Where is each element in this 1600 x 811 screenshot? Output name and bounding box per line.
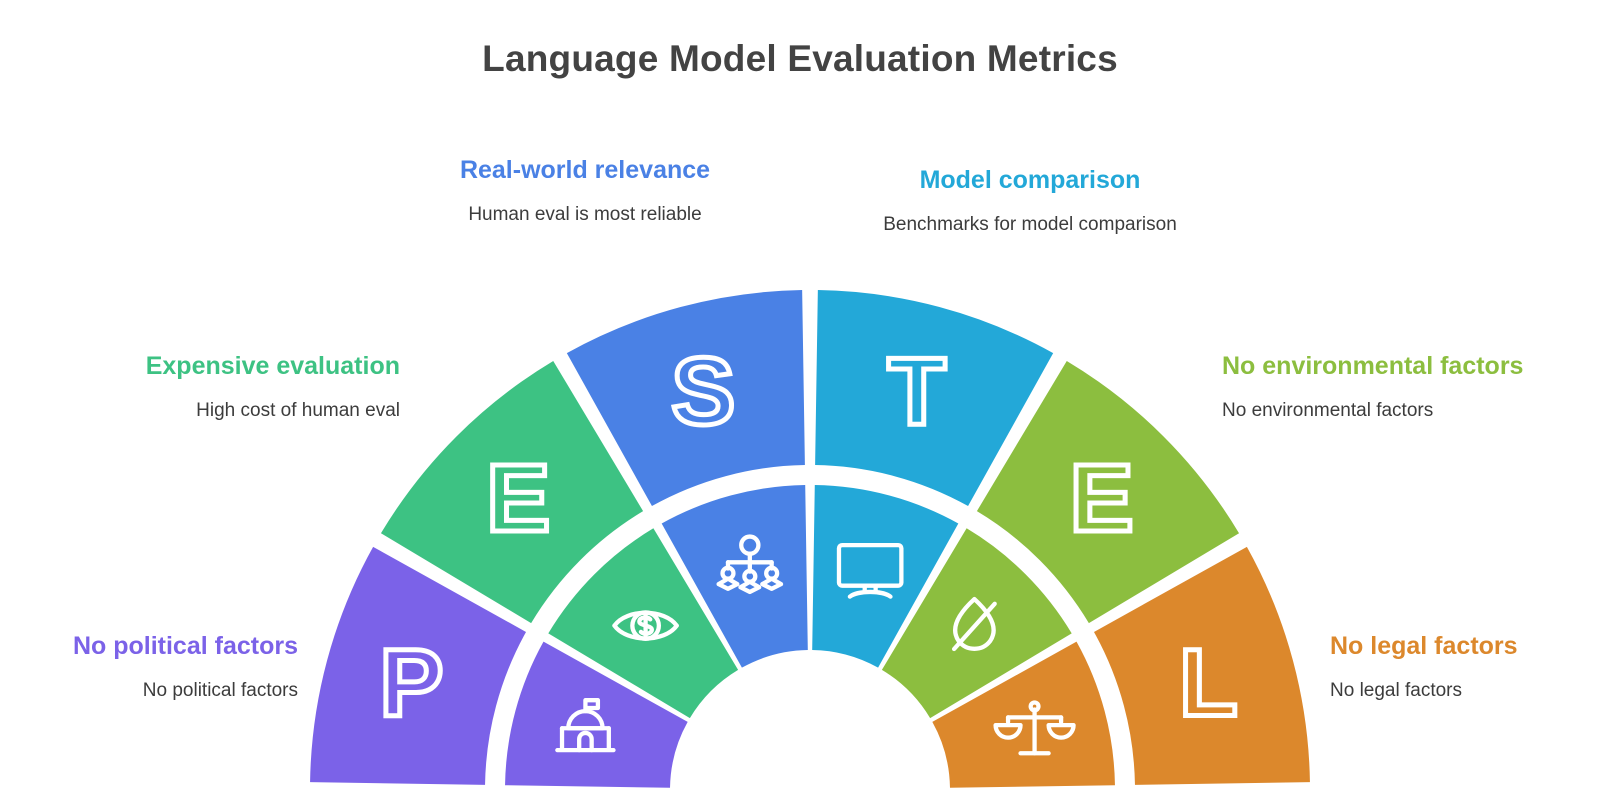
eye-dollar-icon — [612, 610, 679, 642]
outer-segment-social[interactable] — [566, 290, 805, 507]
callout-social-subtitle: Human eval is most reliable — [468, 204, 702, 226]
callout-legal-heading: No legal factors — [1330, 632, 1518, 660]
outer-segment-technological[interactable] — [815, 290, 1054, 507]
inner-segment-technological[interactable] — [812, 485, 959, 668]
callout-economic-subtitle: High cost of human eval — [196, 400, 400, 422]
outer-segment-legal[interactable] — [1093, 546, 1310, 785]
callout-environmental: No environmental factors No environmenta… — [1222, 348, 1562, 424]
callout-technological-subtitle: Benchmarks for model comparison — [883, 214, 1177, 236]
callout-economic-heading: Expensive evaluation — [145, 352, 400, 380]
callout-social-heading: Real-world relevance — [459, 156, 711, 184]
segment-letter-economic: E — [486, 445, 550, 552]
callout-environmental-heading: No environmental factors — [1222, 352, 1524, 380]
callout-political: No political factors No political factor… — [8, 628, 298, 704]
inner-segment-legal[interactable] — [932, 641, 1115, 788]
callout-economic: Expensive evaluation High cost of human … — [60, 348, 400, 424]
segment-letter-technological: T — [887, 338, 946, 445]
outer-segment-economic[interactable] — [380, 360, 644, 624]
segment-letter-social: S — [671, 338, 735, 445]
leaf-crossed-out-icon — [951, 596, 997, 652]
callout-political-subtitle: No political factors — [142, 680, 298, 702]
scales-of-justice-icon — [993, 700, 1076, 756]
callout-social: Real-world relevance Human eval is most … — [400, 152, 770, 228]
segment-letter-legal: L — [1179, 630, 1238, 737]
monitor-icon — [836, 542, 904, 599]
segment-letter-political: P — [380, 630, 444, 737]
callout-environmental-subtitle: No environmental factors — [1222, 400, 1434, 422]
callout-technological: Model comparison Benchmarks for model co… — [850, 162, 1210, 238]
callout-legal: No legal factors No legal factors — [1330, 628, 1600, 704]
outer-segment-environmental[interactable] — [976, 360, 1240, 624]
callout-legal-subtitle: No legal factors — [1330, 680, 1463, 702]
callout-technological-heading: Model comparison — [919, 166, 1141, 194]
government-building-icon — [555, 698, 616, 753]
segment-letter-environmental: E — [1070, 445, 1134, 552]
segment-icons-layer — [555, 534, 1076, 756]
organization-network-icon — [716, 534, 784, 595]
page-title: Language Model Evaluation Metrics — [482, 38, 1118, 79]
callout-political-heading: No political factors — [72, 632, 298, 660]
outer-segment-political[interactable] — [310, 546, 527, 785]
outer-ring-letters — [310, 290, 1310, 785]
